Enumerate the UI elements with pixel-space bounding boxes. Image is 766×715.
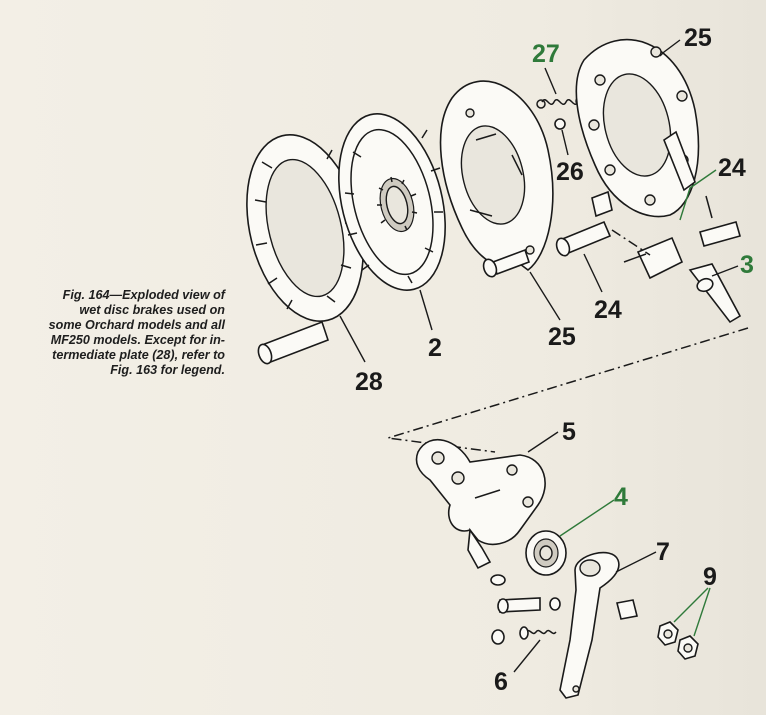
callout-24-lower: 24 — [594, 296, 622, 324]
bearing-4 — [525, 530, 567, 576]
callout-6: 6 — [494, 668, 508, 696]
leader-26 — [561, 129, 569, 156]
bracket-5 — [415, 439, 546, 570]
callout-3: 3 — [740, 251, 754, 279]
callout-26: 26 — [556, 158, 584, 186]
caption-line-2: wet disc brakes used on — [79, 303, 225, 317]
centerline-diagonal — [387, 327, 749, 453]
callout-28: 28 — [355, 368, 383, 396]
leader-9b — [693, 587, 711, 637]
callout-7: 7 — [656, 538, 670, 566]
callout-25-lower: 25 — [548, 323, 576, 351]
centerline-upper — [611, 229, 651, 256]
leader-24-right — [679, 169, 717, 221]
callout-24-right: 24 — [718, 154, 746, 182]
callout-5: 5 — [562, 418, 576, 446]
caption-line-1: Fig. 164—Exploded view of — [62, 288, 225, 302]
callout-4: 4 — [614, 483, 628, 511]
caption-line-4: MF250 models. Except for in- — [50, 333, 225, 347]
intermediate-plate-28 — [246, 134, 364, 322]
leader-3 — [711, 265, 739, 277]
caption-line-6: Fig. 163 for legend. — [110, 363, 225, 377]
adjusting-rod-3 — [688, 263, 742, 324]
figure-caption: Fig. 164—Exploded view of wet disc brake… — [10, 288, 225, 378]
plate-bolt — [482, 248, 531, 278]
callout-27: 27 — [532, 40, 560, 68]
nuts-9 — [657, 621, 699, 660]
leader-6 — [513, 639, 541, 673]
spacer — [616, 599, 638, 620]
leader-27 — [544, 67, 557, 95]
caption-line-3: some Orchard models and all — [48, 318, 225, 332]
clevis-assembly — [623, 195, 741, 280]
leader-24-lower — [583, 253, 603, 293]
callout-9: 9 — [703, 563, 717, 591]
small-hardware — [490, 574, 561, 645]
friction-disc-2 — [338, 113, 446, 291]
callout-2: 2 — [428, 334, 442, 362]
leader-25-lower — [529, 271, 561, 321]
caption-line-5: termediate plate (28), refer to — [52, 348, 225, 362]
leader-9a — [673, 587, 709, 623]
actuating-plate-25-rear — [575, 38, 700, 218]
lever-7 — [559, 551, 620, 699]
leader-5 — [527, 431, 559, 453]
dowel-pin — [257, 320, 330, 365]
actuating-plate-25-front — [439, 80, 554, 272]
leader-7 — [615, 551, 657, 573]
leader-4 — [559, 499, 615, 537]
link-pin-24 — [555, 190, 613, 257]
screw-6 — [519, 626, 557, 640]
leader-25-top — [659, 39, 681, 57]
leader-2 — [419, 289, 433, 331]
callout-25-top: 25 — [684, 24, 712, 52]
ball-26 — [554, 118, 566, 130]
leader-28 — [339, 315, 366, 363]
